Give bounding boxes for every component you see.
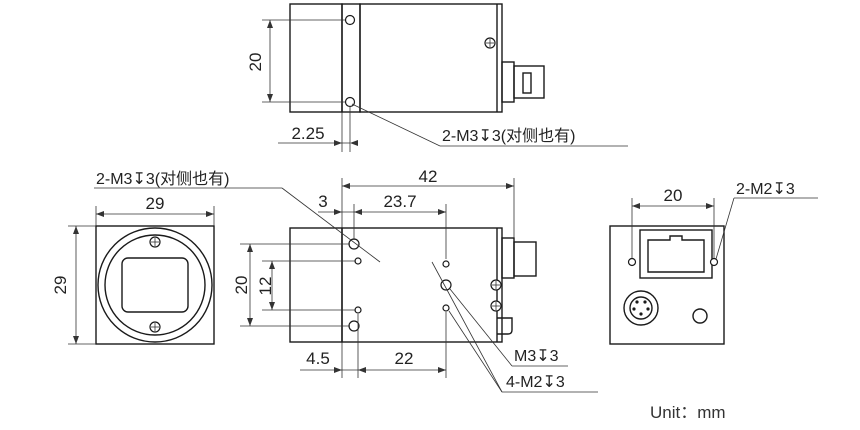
top-view: 20 2.25 2-M3↧3(对侧也有) [246, 3, 628, 152]
side-dim-length: 42 [419, 167, 438, 186]
side-hole-m3-top [348, 238, 360, 250]
rear-view: 20 2-M2↧3 [609, 181, 818, 345]
top-connector [513, 65, 545, 99]
front-face [95, 225, 215, 345]
top-connector-base [501, 61, 515, 103]
side-lens-body [289, 227, 343, 343]
side-hole-m2-upper-right [442, 260, 450, 268]
front-dim-height: 29 [51, 276, 70, 295]
side-hole-m3-bottom [348, 320, 360, 332]
top-dim-height: 20 [246, 53, 265, 72]
side-foot [497, 317, 513, 335]
rear-dim-width: 20 [664, 186, 683, 205]
side-main-body [341, 227, 503, 343]
rear-io-connector [623, 290, 659, 326]
side-dim-height-20: 20 [232, 276, 251, 295]
side-connector-base [501, 237, 515, 279]
top-main-body [359, 3, 503, 113]
side-hole-m3-center [440, 279, 452, 291]
rear-rj45-housing [639, 229, 713, 279]
rear-led [692, 308, 708, 324]
side-connector [513, 241, 537, 277]
side-dim-hole-x: 23.7 [383, 192, 416, 211]
front-view: 29 29 [51, 194, 215, 345]
side-hole-m2-lower-right [442, 304, 450, 312]
front-lens-inner [104, 234, 206, 336]
front-dim-width: 29 [146, 194, 165, 213]
side-note-m2: 4-M2↧3 [506, 374, 565, 391]
unit-label: Unit：mm [650, 403, 726, 422]
top-dim-offset: 2.25 [291, 124, 324, 143]
side-view: 2-M3↧3(对侧也有) 42 3 23.7 20 12 [94, 167, 598, 393]
top-hole-upper [344, 14, 356, 26]
rear-rj45-port [647, 235, 705, 273]
side-dim-bottom-span: 22 [395, 349, 414, 368]
side-dim-bottom-offset: 4.5 [306, 349, 330, 368]
front-lens-outer [97, 227, 213, 343]
front-sensor-window [121, 257, 189, 313]
top-hole-lower [344, 96, 356, 108]
rear-note-holes: 2-M2↧3 [736, 181, 795, 198]
side-dim-height-12: 12 [256, 277, 275, 296]
rear-face [609, 225, 725, 345]
rear-hole-left [627, 257, 637, 267]
side-note-holes: 2-M3↧3(对侧也有) [96, 170, 229, 188]
side-dim-flange: 3 [318, 192, 327, 211]
top-note-holes: 2-M3↧3(对侧也有) [442, 127, 575, 145]
side-note-m3: M3↧3 [514, 348, 559, 365]
rear-hole-right [709, 257, 719, 267]
